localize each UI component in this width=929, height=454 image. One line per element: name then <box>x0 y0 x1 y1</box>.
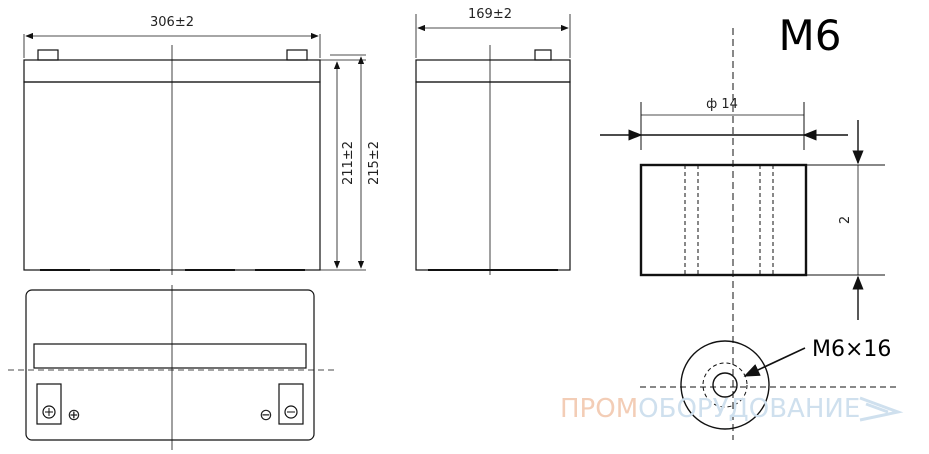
side-view <box>415 14 571 275</box>
front-height-outer-label: 215±2 <box>367 141 382 185</box>
watermark-part-2: ОБОРУДОВАНИЕ <box>638 394 860 424</box>
bolt-size-label: M6×16 <box>812 337 891 362</box>
side-width-label: 169±2 <box>468 7 512 22</box>
front-height-inner-label: 211±2 <box>341 141 356 185</box>
watermark-logo-icon <box>859 396 904 422</box>
terminal-height-label: 2 <box>838 216 853 224</box>
front-view <box>23 32 366 275</box>
terminal-detail <box>600 28 900 440</box>
terminal-diameter-label: ф 14 <box>706 97 738 112</box>
front-width-label: 306±2 <box>150 15 194 30</box>
positive-terminal-symbol: ⊕ <box>67 405 80 424</box>
watermark: ПРОМОБОРУДОВАНИЕ <box>560 394 904 424</box>
terminal-title: M6 <box>779 11 842 60</box>
svg-text:ПРОМОБОРУДОВАНИЕ: ПРОМОБОРУДОВАНИЕ <box>560 394 860 424</box>
negative-terminal-symbol: ⊖ <box>259 405 272 424</box>
watermark-part-1: ПРОМ <box>560 394 638 424</box>
top-view <box>8 285 335 450</box>
